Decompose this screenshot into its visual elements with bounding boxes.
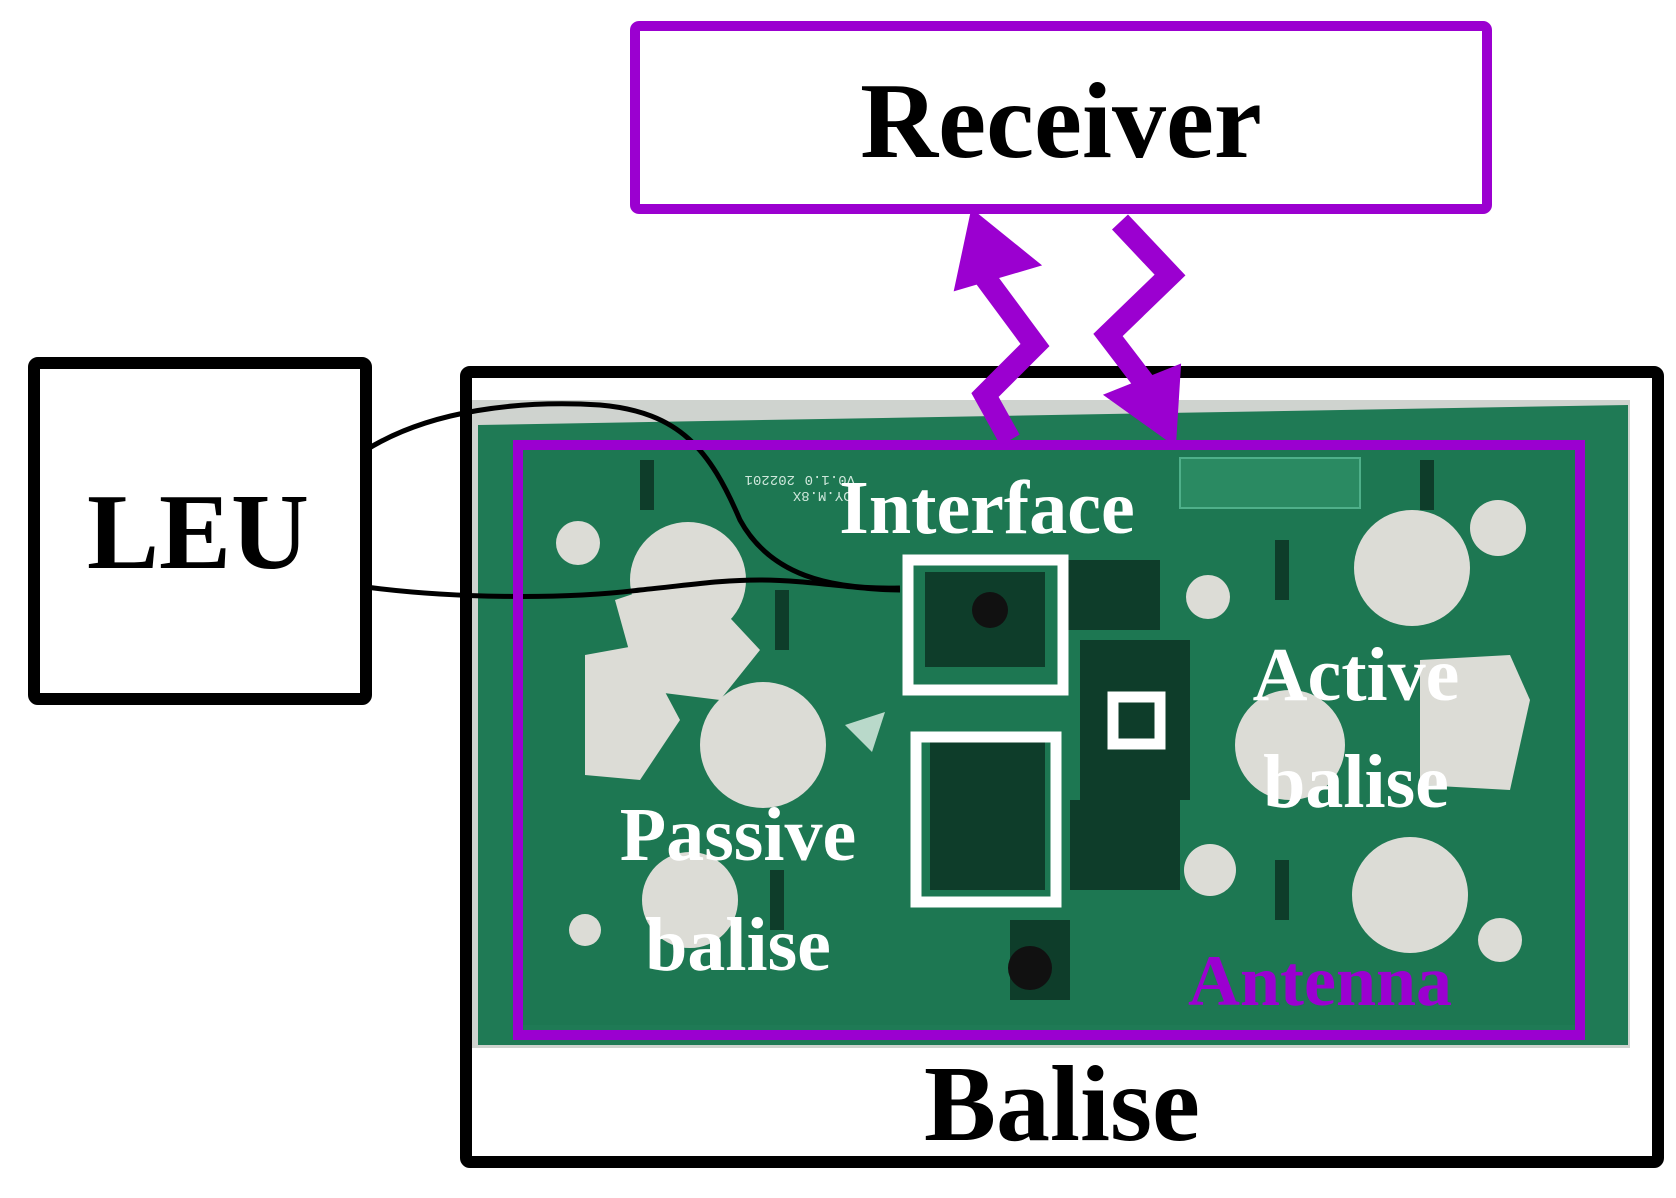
active-balise-label-line2: balise — [1263, 740, 1449, 824]
antenna-box — [513, 440, 1585, 1040]
balise-box — [460, 366, 1664, 1168]
wireless-link — [953, 208, 1186, 447]
pcb-components — [640, 460, 1434, 1000]
receiver-box — [630, 21, 1492, 214]
pcb-coin-cell — [1008, 946, 1052, 990]
downlink-zigzag — [1093, 214, 1186, 397]
downlink-arrowhead-icon — [1102, 363, 1182, 447]
antenna-label: Antenna — [1188, 941, 1452, 1021]
balise-pcb-photo: TDY.M.8X 202201 V0.1.0 — [470, 400, 1630, 1048]
silkscreen-3: V0.1.0 — [805, 471, 855, 487]
passive-balise-label-line1: Passive — [620, 793, 856, 877]
interface-highlight — [902, 554, 1069, 696]
passive-balise-label-line2: balise — [645, 903, 831, 987]
active-balise-highlight — [1107, 691, 1166, 750]
pcb-logo-icon — [845, 712, 885, 752]
silkscreen-2: 202201 — [745, 471, 795, 487]
active-balise-label-line1: Active — [1253, 633, 1460, 717]
leu-label: LEU — [87, 473, 309, 592]
leu-box — [28, 357, 372, 705]
uplink-arrowhead-icon — [953, 208, 1043, 292]
receiver-label: Receiver — [860, 62, 1262, 181]
cable-lower — [365, 577, 901, 599]
cable-upper — [364, 401, 901, 591]
leu-cables — [364, 401, 901, 599]
component-highlights — [902, 554, 1166, 908]
pcb-buzzer — [972, 592, 1008, 628]
pcb-cutouts — [556, 500, 1530, 962]
balise-label: Balise — [924, 1045, 1200, 1164]
pcb-silkscreen: TDY.M.8X 202201 V0.1.0 — [745, 471, 860, 503]
interface-label: Interface — [839, 466, 1134, 550]
silkscreen-1: TDY.M.8X — [792, 487, 860, 503]
passive-balise-highlight — [910, 731, 1062, 908]
pcb-label-area — [1179, 457, 1361, 509]
